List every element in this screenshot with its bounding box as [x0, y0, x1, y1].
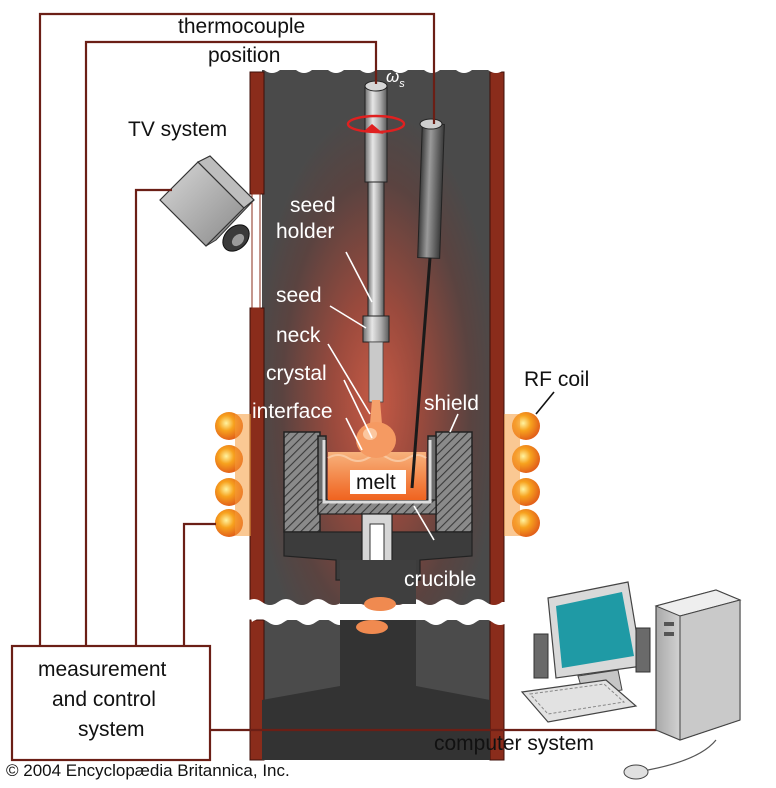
- omega-symbol: ωs: [386, 67, 405, 90]
- chamber-left-wall-top: [249, 71, 265, 195]
- desktop-computer-icon: [520, 581, 742, 780]
- thermocouple: [410, 118, 445, 489]
- position-label: position: [208, 44, 280, 67]
- shield-right: [435, 431, 473, 533]
- chamber-right-wall-top: [489, 71, 505, 607]
- middle-break-band: [246, 599, 508, 625]
- crystal-label: crystal: [266, 362, 327, 385]
- crucible-label: crucible: [404, 568, 476, 591]
- support-column-lower: [262, 620, 490, 760]
- rf-coil-left: [215, 412, 251, 537]
- tv-system-label: TV system: [128, 118, 227, 141]
- seed-chuck: [362, 315, 390, 343]
- copyright-text: © 2004 Encyclopædia Britannica, Inc.: [6, 761, 290, 780]
- shaft-break-top: [364, 597, 396, 611]
- thermocouple-top: [419, 118, 443, 130]
- seed-holder-label-line2: holder: [276, 220, 334, 243]
- melt-label-box: [350, 470, 406, 494]
- thermocouple-sheath: [417, 123, 445, 259]
- thermocouple-label: thermocouple: [178, 15, 305, 38]
- control-system-label-line2: and control: [52, 688, 156, 711]
- shaft-break-bottom: [356, 620, 388, 634]
- label-leaders: [327, 251, 555, 541]
- support-column-upper: [340, 560, 416, 604]
- seed-crystal: [368, 341, 384, 403]
- control-system-label-line1: measurement: [38, 658, 167, 681]
- chamber-left-wall-mid: [249, 307, 265, 607]
- thermocouple-probe: [410, 257, 432, 489]
- rotation-arrow-icon: [346, 114, 406, 134]
- signal-wires: [38, 12, 664, 732]
- neck-label: neck: [276, 324, 321, 347]
- chamber-left-wall-low: [249, 619, 265, 761]
- measurement-control-box: [10, 644, 212, 762]
- melt-label: melt: [356, 471, 396, 494]
- pulling-assembly: [346, 80, 406, 458]
- shield-label: shield: [424, 392, 479, 415]
- rf-coil-right: [504, 412, 540, 537]
- interface-label: interface: [252, 400, 333, 423]
- crystal-neck: [370, 400, 382, 424]
- camera-icon: [159, 155, 255, 252]
- shield-left: [283, 431, 321, 533]
- rf-coil-label: RF coil: [524, 368, 589, 391]
- computer-system-label: computer system: [434, 732, 594, 755]
- seed-label: seed: [276, 284, 322, 307]
- crucible-assembly: [262, 435, 490, 760]
- pull-rod-upper: [364, 85, 388, 183]
- seed-holder-label-line1: seed: [290, 194, 336, 217]
- growing-crystal: [356, 422, 396, 458]
- control-system-label-line3: system: [78, 718, 145, 741]
- crucible: [322, 440, 432, 504]
- viewport-window: [251, 193, 261, 309]
